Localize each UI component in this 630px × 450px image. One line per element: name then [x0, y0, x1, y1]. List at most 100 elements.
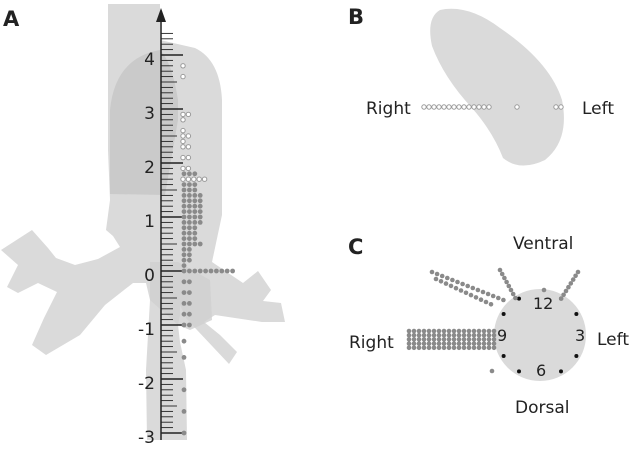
filled-dot	[187, 230, 192, 236]
filled-dot	[181, 430, 187, 436]
filled-dot	[416, 332, 422, 338]
filled-dot	[214, 268, 219, 274]
filled-dot	[443, 281, 449, 286]
filled-dot	[197, 220, 203, 225]
filled-dot	[431, 337, 437, 342]
filled-dot	[575, 269, 581, 275]
filled-dot	[219, 268, 225, 274]
filled-dot	[506, 283, 512, 289]
filled-dot	[426, 328, 432, 334]
filled-dot	[458, 288, 464, 293]
filled-dot	[455, 279, 460, 285]
filled-dot	[181, 257, 187, 263]
filled-dot	[568, 281, 574, 286]
filled-dot	[187, 257, 192, 263]
open-dot	[553, 104, 559, 110]
filled-dot	[486, 328, 492, 334]
filled-dot	[181, 187, 187, 193]
filled-dot	[476, 345, 482, 351]
filled-dot	[181, 247, 187, 252]
open-dot	[466, 104, 472, 110]
filled-dot	[456, 328, 462, 334]
filled-dot	[436, 337, 442, 342]
open-dot	[185, 144, 192, 150]
filled-dot	[451, 337, 457, 342]
filled-dot	[475, 287, 481, 293]
filled-dot	[441, 345, 447, 351]
filled-dot	[471, 332, 477, 338]
panel-b-left-label: Left	[582, 99, 614, 119]
filled-dot	[406, 337, 412, 342]
filled-dot	[476, 332, 482, 338]
filled-dot	[486, 337, 492, 342]
tick-label: 3	[144, 104, 155, 124]
filled-dot	[187, 225, 192, 231]
panel-a-letter: A	[3, 7, 20, 31]
filled-dot	[411, 345, 417, 351]
filled-dot	[566, 284, 571, 290]
filled-dot	[181, 230, 187, 236]
filled-dot	[197, 241, 203, 247]
filled-dot	[192, 203, 198, 209]
filled-dot	[497, 267, 503, 273]
filled-dot	[203, 268, 209, 274]
filled-dot	[181, 279, 187, 285]
filled-dot	[411, 337, 417, 342]
filled-dot	[406, 341, 412, 346]
filled-dot	[192, 225, 198, 231]
filled-dot	[192, 182, 198, 188]
open-dot	[431, 104, 437, 110]
filled-dot	[187, 322, 192, 328]
tick-label: 0	[144, 266, 155, 286]
filled-dot	[491, 341, 497, 346]
open-dot	[180, 117, 186, 123]
panel-b-letter: B	[348, 5, 364, 29]
lower-overlay	[150, 262, 212, 330]
filled-dot	[476, 328, 482, 334]
filled-dot	[416, 341, 422, 346]
filled-dot	[456, 332, 462, 338]
filled-dot	[181, 171, 187, 177]
clock-6: 6	[536, 361, 546, 380]
filled-dot	[438, 279, 444, 284]
filled-dot	[431, 332, 437, 338]
clock-mark	[574, 354, 579, 358]
filled-dot	[441, 332, 447, 338]
filled-dot	[187, 268, 192, 274]
filled-dot	[471, 345, 477, 351]
open-dot	[180, 133, 186, 139]
filled-dot	[491, 337, 497, 342]
tick-label: -2	[138, 374, 155, 394]
filled-dot	[406, 345, 412, 351]
filled-dot	[192, 198, 198, 204]
filled-dot	[431, 345, 437, 351]
open-dot	[180, 138, 186, 145]
filled-dot	[453, 285, 459, 291]
filled-dot	[181, 225, 187, 231]
filled-dot	[480, 289, 486, 295]
filled-dot	[411, 328, 417, 334]
filled-dot	[502, 275, 507, 281]
filled-dot	[187, 247, 192, 252]
open-dot	[180, 144, 186, 150]
filled-dot	[466, 341, 472, 346]
filled-dot	[197, 203, 203, 209]
filled-dot	[192, 268, 198, 274]
filled-dot	[436, 341, 442, 346]
filled-dot	[421, 341, 427, 346]
filled-dot	[187, 301, 192, 306]
filled-dot	[448, 283, 454, 289]
filled-dot	[433, 276, 439, 282]
filled-dot	[471, 328, 477, 334]
open-dot	[456, 104, 462, 110]
filled-dot	[181, 322, 187, 328]
filled-dot	[187, 198, 192, 204]
filled-dot	[426, 332, 432, 338]
filled-dot	[187, 193, 192, 198]
panel-a: A 4 3 2 1 0 -1 -2 -3	[1, 4, 285, 448]
filled-dot	[434, 271, 440, 277]
filled-dot	[187, 171, 192, 177]
clock-mark	[501, 354, 506, 358]
clock-12: 12	[533, 294, 553, 313]
filled-dot	[181, 290, 187, 295]
